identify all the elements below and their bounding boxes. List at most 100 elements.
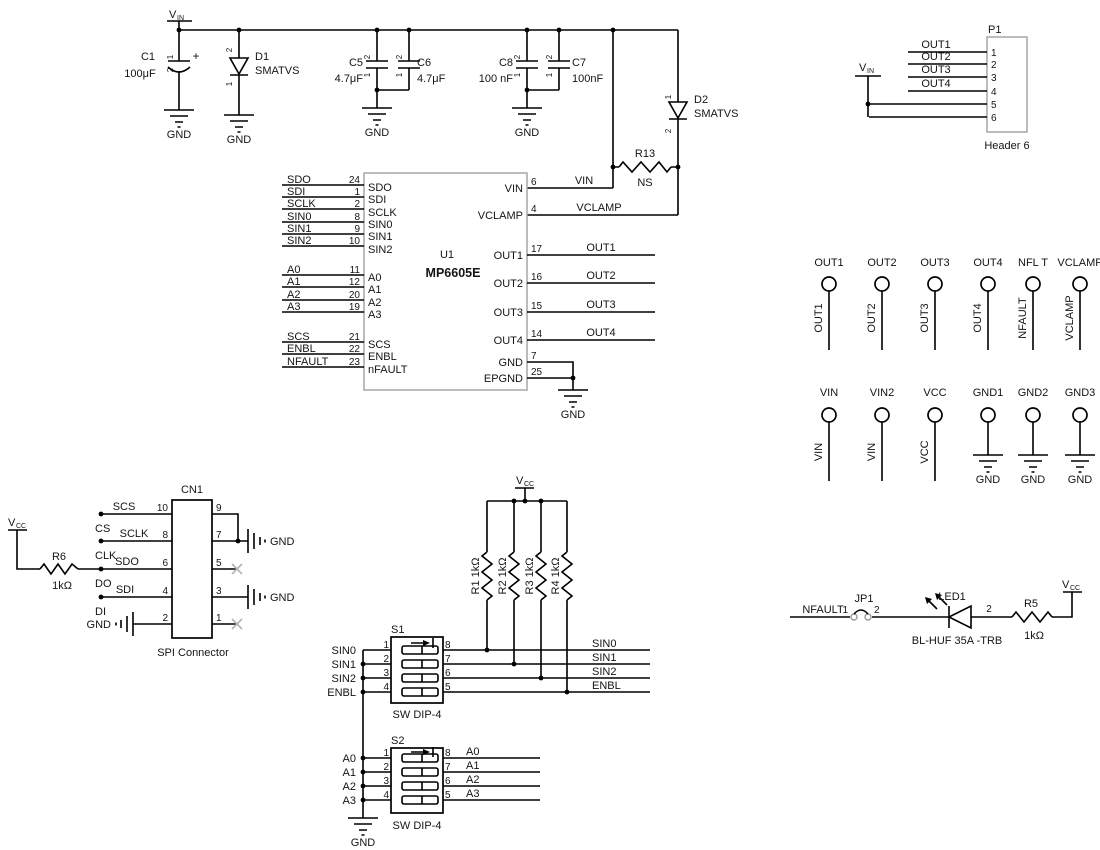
cn1-cn1-pin-1: 1	[216, 613, 222, 624]
s1-on-arrow	[411, 638, 434, 648]
u1_left_pins-pin-20: 20	[349, 290, 361, 301]
cn1-cn1-net-sclk: SCLK	[120, 528, 149, 540]
u1_inside_left-ic-sdo: SDO	[368, 182, 392, 194]
u1_inside_right-ic-out4: OUT4	[494, 335, 523, 347]
power-vin-top-v: V	[169, 9, 177, 21]
u1_left_nets-net-sclk: SCLK	[287, 198, 316, 210]
c1-refdes: C1	[141, 51, 155, 63]
u1_right_nets-net-out1: OUT1	[586, 242, 615, 254]
u1_right_nets-net-out4: OUT4	[586, 327, 615, 339]
testpoints_bottom-tp-gnd2: GND2	[1018, 387, 1049, 399]
cn1-cn1-gnd-right1: GND	[270, 536, 295, 548]
s1-type: SW DIP-4	[393, 709, 442, 721]
cn1-body	[171, 499, 213, 639]
u1_left_pins-pin-24: 24	[349, 175, 361, 186]
r6-refdes: R6	[52, 551, 66, 563]
testpoints_top-tp-out2: OUT2	[867, 257, 896, 269]
p1-p1-net-out2: OUT2	[921, 51, 950, 63]
p1-p1-pin-4: 4	[991, 87, 997, 98]
cn1-cn1-pin-6: 6	[162, 558, 168, 569]
c5-value: 4.7μF	[335, 73, 364, 85]
s2-s2-pin-3: 3	[383, 776, 389, 787]
resistor-r4	[560, 551, 574, 601]
top_rail-c5-pin2: 2	[363, 54, 372, 59]
u1_left_pins-pin-19: 19	[349, 302, 361, 313]
cn1-cn1-pin-4: 4	[162, 586, 168, 597]
u1_inside_right-ic-out3: OUT3	[494, 307, 523, 319]
s1-s1-net-enbl-r: ENBL	[592, 680, 621, 692]
top_rail-c7-pin1: 1	[545, 72, 554, 77]
s1-s1-net-sin2-l: SIN2	[332, 673, 356, 685]
top_rail-d1-gnd: GND	[227, 134, 252, 146]
s2-s2-pin-1: 1	[383, 748, 389, 759]
testpoints_top-tp-out4: OUT4	[973, 257, 1002, 269]
top_rail-c8-pin2: 2	[513, 54, 522, 59]
top_rail-c7-pin2: 2	[545, 54, 554, 59]
u1_inside_left-ic-sin0: SIN0	[368, 219, 392, 231]
u1_right_pins-pin-16: 16	[531, 272, 543, 283]
testpoint-circles	[821, 276, 1088, 423]
jp1-jumper	[850, 609, 872, 621]
testpoints_top-tp-out1: OUT1	[814, 257, 843, 269]
top_rail-d2-pin2: 2	[664, 128, 673, 133]
u1_left_pins-pin-9: 9	[354, 224, 360, 235]
p1-p1-pin-3: 3	[991, 73, 997, 84]
cn1-cn1-pin-10: 10	[157, 503, 169, 514]
cn1-refdes: CN1	[181, 484, 203, 496]
u1_right_pins-pin-14: 14	[531, 329, 543, 340]
u1_left_pins-pin-22: 22	[349, 344, 361, 355]
s2-s2-pin-2: 2	[383, 762, 389, 773]
power-vin-p1-v: V	[859, 62, 867, 74]
s2-left-wires	[363, 757, 391, 801]
u1_inside_right-ic-out1: OUT1	[494, 250, 523, 262]
testpoints_top-tp-vclamp: VCLAMP	[1057, 257, 1100, 269]
p1-wires	[855, 51, 987, 118]
cn1-cn1-alt-clk: CLK	[95, 550, 117, 562]
s1-s1-pin-3: 3	[383, 668, 389, 679]
u1_left_nets-net-sin0: SIN0	[287, 211, 311, 223]
cn1-cn1-net-sdo: SDO	[115, 556, 139, 568]
s1-s1-pin-6: 6	[445, 668, 451, 679]
resistor-r3	[534, 551, 548, 601]
s1-r1-label: R1 1kΩ	[470, 558, 482, 595]
u1_left_pins-pin-1: 1	[354, 187, 360, 198]
top_rail-c1-pin1: 1	[166, 54, 175, 59]
cn1-cn1-pin-8: 8	[162, 530, 168, 541]
top_rail-c6-pin1: 1	[395, 72, 404, 77]
d1-value: SMATVS	[255, 65, 299, 77]
cn1-cn1-net-scs: SCS	[113, 501, 136, 513]
ground-cn1-left	[115, 612, 134, 636]
u1_inside_right-ic-out2: OUT2	[494, 278, 523, 290]
u1_left_pins-pin-2: 2	[354, 199, 360, 210]
s2-right-wires	[443, 757, 540, 801]
c6-value: 4.7μF	[417, 73, 446, 85]
u1_inside_left-ic-scs: SCS	[368, 339, 391, 351]
ground-d1	[224, 114, 254, 133]
resistor-r13	[618, 160, 672, 174]
s1-s1-pin-5: 5	[445, 682, 451, 693]
cn1-cn1-pin-3: 3	[216, 586, 222, 597]
cn1-cn1-alt-do: DO	[95, 578, 112, 590]
power-vcc-s1-v: V	[516, 475, 524, 487]
u1-left-pin-wires	[282, 184, 364, 368]
led-jp1-pin-1: 1	[842, 605, 848, 616]
s1-refdes: S1	[391, 624, 404, 636]
testpoints_top-tp-vclamp-net: VCLAMP	[1064, 295, 1076, 340]
testpoints_top-tp-out3: OUT3	[920, 257, 949, 269]
r5-value: 1kΩ	[1024, 630, 1044, 642]
s1-s1-pin-4: 4	[383, 682, 389, 693]
c1-value: 100μF	[124, 68, 156, 80]
d2-refdes: D2	[694, 94, 708, 106]
capacitors-c5-c6	[366, 30, 420, 108]
s1-r4-label: R4 1kΩ	[550, 558, 562, 595]
c6-refdes: C6	[417, 57, 431, 69]
p1-body	[986, 36, 1028, 133]
cn1-cn1-alt-di: DI	[95, 606, 106, 618]
testpoints_bottom-tp-gnd2-lbl: GND	[1021, 474, 1046, 486]
s1-s1-net-sin0-r: SIN0	[592, 638, 616, 650]
u1_inside_left-ic-sclk: SCLK	[368, 207, 397, 219]
d1-refdes: D1	[255, 51, 269, 63]
u1_left_pins-pin-12: 12	[349, 277, 361, 288]
testpoints_bottom-tp-vcc: VCC	[923, 387, 946, 399]
s1-right-wires	[443, 649, 650, 693]
